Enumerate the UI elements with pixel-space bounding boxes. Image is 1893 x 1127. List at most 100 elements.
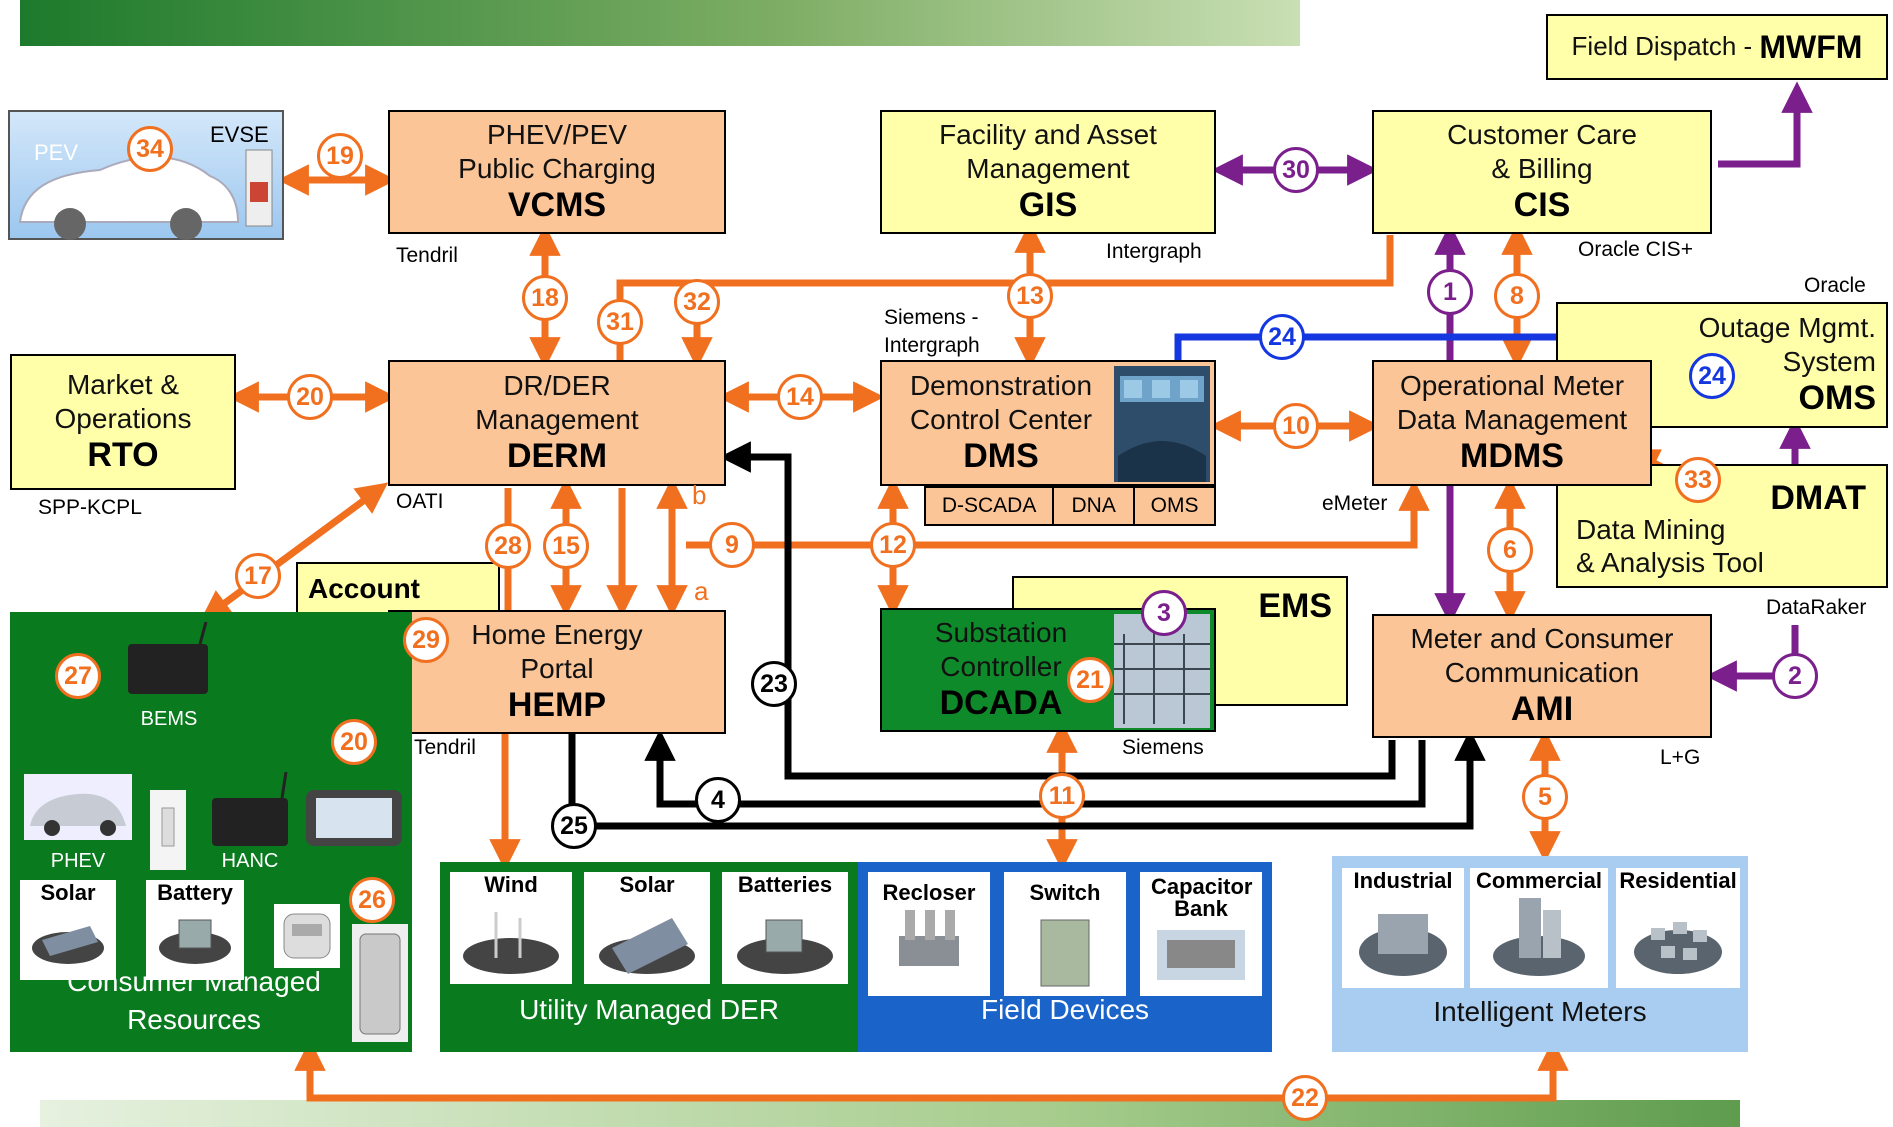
interface-number-5: 5 bbox=[1522, 774, 1568, 820]
interface-number-11: 11 bbox=[1039, 773, 1085, 819]
vendor-siemens-intergraph-2: Intergraph bbox=[884, 334, 980, 357]
der-tile-wind-label: Wind bbox=[484, 872, 538, 897]
interface-number-30: 30 bbox=[1273, 147, 1319, 193]
interface-number-20: 20 bbox=[331, 719, 377, 765]
interface-number-24: 24 bbox=[1259, 314, 1305, 360]
bems-device-icon bbox=[128, 622, 208, 694]
interface-number-14: 14 bbox=[777, 374, 823, 420]
connector-mwfm bbox=[1718, 81, 1813, 168]
interface-number-10: 10 bbox=[1273, 403, 1319, 449]
cis-line1: Customer Care bbox=[1447, 119, 1637, 150]
bottom-band bbox=[40, 1100, 1740, 1127]
letter-b: b bbox=[692, 480, 707, 510]
field-tile-capacitor-label: Capacitor Bank bbox=[1151, 874, 1253, 921]
rto-line1: Market & bbox=[66, 369, 180, 400]
mdms-line1: Operational Meter bbox=[1399, 370, 1625, 401]
thermostat-switch-icon bbox=[150, 790, 186, 870]
gis-line1: Facility and Asset bbox=[939, 119, 1157, 150]
gis-title: GIS bbox=[1018, 186, 1078, 225]
vendor-siemens-intergraph-1: Siemens - bbox=[884, 306, 979, 329]
wind-turbine-icon bbox=[463, 912, 559, 974]
dms-box[interactable]: Demonstration Control Center DMS bbox=[880, 360, 1216, 486]
vendor-dataraker: DataRaker bbox=[1766, 596, 1867, 619]
field-devices-label: Field Devices bbox=[980, 994, 1150, 1025]
ami-box[interactable]: Meter and Consumer Communication AMI bbox=[1372, 614, 1712, 738]
interface-number-12: 12 bbox=[870, 522, 916, 568]
ami-line1: Meter and Consumer bbox=[1410, 623, 1674, 654]
vcms-title: VCMS bbox=[507, 186, 607, 225]
interface-number-23: 23 bbox=[751, 661, 797, 707]
mwfm-box[interactable]: Field Dispatch - MWFM bbox=[1546, 14, 1888, 80]
phev-car-icon bbox=[24, 774, 132, 840]
der-tile-batteries: Batteries bbox=[722, 872, 848, 984]
dms-sub-oms: OMS bbox=[1150, 494, 1199, 517]
control-room-photo bbox=[1114, 366, 1210, 482]
utility-der-label: Utility Managed DER bbox=[519, 994, 779, 1025]
mdms-title: MDMS bbox=[1460, 437, 1564, 476]
hanc-device-icon bbox=[212, 772, 288, 846]
rto-box[interactable]: Market & Operations RTO bbox=[10, 354, 236, 490]
bems-label: BEMS bbox=[140, 708, 198, 730]
vcms-box[interactable]: PHEV/PEV Public Charging VCMS bbox=[388, 110, 726, 234]
connector-17 bbox=[199, 482, 389, 622]
battery-storage-icon bbox=[737, 919, 833, 974]
connector-25 bbox=[568, 729, 1486, 830]
interface-number-9: 9 bbox=[709, 522, 755, 568]
commercial-building-icon bbox=[1493, 898, 1585, 976]
interface-number-13: 13 bbox=[1007, 273, 1053, 319]
gis-box[interactable]: Facility and Asset Management GIS bbox=[880, 110, 1216, 234]
mdms-box[interactable]: Operational Meter Data Management MDMS bbox=[1372, 360, 1652, 486]
title-band bbox=[20, 0, 1300, 46]
dcada-line2: Controller bbox=[940, 650, 1062, 682]
interface-number-18: 18 bbox=[522, 275, 568, 321]
interface-number-29: 29 bbox=[403, 617, 449, 663]
dmat-line2: & Analysis Tool bbox=[1576, 547, 1764, 579]
interface-number-34: 34 bbox=[127, 126, 173, 172]
dmat-title: DMAT bbox=[1770, 479, 1866, 517]
interface-number-33: 33 bbox=[1675, 457, 1721, 503]
meter-tile-commercial: Commercial bbox=[1470, 868, 1608, 988]
der-tile-solar: Solar bbox=[584, 872, 710, 984]
solar-label: Solar bbox=[40, 880, 96, 905]
mdms-line2: Data Management bbox=[1396, 403, 1628, 435]
residential-houses-icon bbox=[1634, 922, 1722, 974]
derm-box[interactable]: DR/DER Management DERM bbox=[388, 360, 726, 486]
consumer-managed-resources-panel: BEMS PHEV HANC Solar Battery Consumer Ma… bbox=[10, 612, 412, 1052]
field-tile-capacitor-bank: Capacitor Bank bbox=[1140, 872, 1262, 996]
interface-number-20: 20 bbox=[287, 374, 333, 420]
tablet-display-icon bbox=[306, 790, 402, 846]
battery-label: Battery bbox=[157, 880, 233, 905]
ami-title: AMI bbox=[1510, 690, 1574, 729]
vendor-tendril-vcms: Tendril bbox=[396, 244, 458, 267]
dms-sub-dna: DNA bbox=[1054, 488, 1136, 524]
derm-line1: DR/DER bbox=[503, 370, 611, 401]
dms-line2: Control Center bbox=[909, 403, 1093, 435]
vendor-emeter: eMeter bbox=[1322, 492, 1388, 515]
interface-number-19: 19 bbox=[317, 133, 363, 179]
rto-line2: Operations bbox=[54, 402, 192, 434]
ami-line2: Communication bbox=[1444, 656, 1640, 688]
connector-23 bbox=[719, 441, 1396, 780]
vcms-line2: Public Charging bbox=[458, 152, 656, 184]
dms-line1: Demonstration bbox=[909, 370, 1093, 401]
phev-label: PHEV bbox=[50, 850, 106, 872]
cis-box[interactable]: Customer Care & Billing CIS bbox=[1372, 110, 1712, 234]
cis-line2: & Billing bbox=[1491, 152, 1593, 184]
field-devices-panel: Recloser Switch Capacitor Bank Field Dev… bbox=[858, 862, 1272, 1052]
interface-number-4: 4 bbox=[695, 777, 741, 823]
interface-number-6: 6 bbox=[1487, 527, 1533, 573]
field-tile-switch-label: Switch bbox=[1029, 880, 1101, 905]
vendor-spp: SPP-KCPL bbox=[38, 496, 142, 519]
meter-tile-industrial: Industrial bbox=[1342, 868, 1464, 988]
dcada-line1: Substation bbox=[934, 617, 1068, 648]
field-tile-switch: Switch bbox=[1004, 872, 1126, 996]
dmat-line1: Data Mining bbox=[1576, 513, 1726, 545]
oms-title: OMS bbox=[1798, 379, 1876, 418]
connector-22 bbox=[294, 1039, 1569, 1102]
solar-array-icon bbox=[599, 918, 695, 974]
interface-number-28: 28 bbox=[485, 523, 531, 569]
connector-9 bbox=[686, 479, 1430, 549]
intelligent-meters-panel: Industrial Commercial Residential Intell… bbox=[1332, 856, 1748, 1052]
battery-tile: Battery bbox=[146, 880, 244, 980]
